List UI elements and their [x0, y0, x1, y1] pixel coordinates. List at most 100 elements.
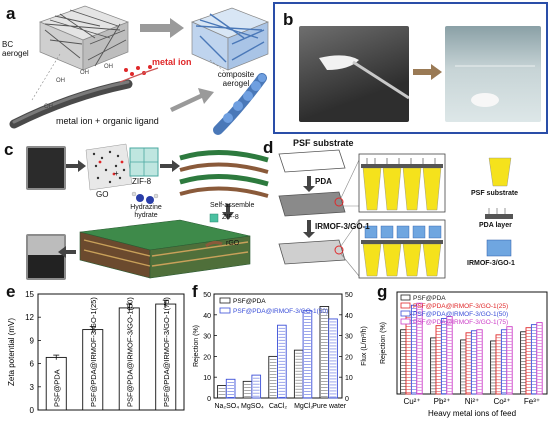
bar-label: PSF@PDA@IRMOF-3/GO-1(50) — [125, 297, 134, 407]
y-tick-label-right: 0 — [345, 396, 349, 403]
x-tick-label: Cu²⁺ — [403, 397, 420, 406]
bar-series-2 — [302, 310, 313, 399]
y-tick-label: 0 — [30, 406, 35, 415]
y-tick-label: 6 — [30, 360, 35, 369]
rgo-legend-swatch — [205, 240, 223, 248]
label-bc-aerogel: BC aerogel — [2, 40, 29, 58]
panel-label-f: f — [192, 282, 198, 301]
y-tick-label: 12 — [25, 313, 34, 322]
label-hydrazine: Hydrazine hydrate — [130, 204, 162, 219]
label-pda-step: PDA — [315, 177, 332, 186]
arrow-curve-icon — [170, 88, 214, 112]
legend-pda-glyph — [485, 214, 513, 219]
legend-pda-label: PDA layer — [479, 222, 512, 229]
label-go: GO — [96, 190, 109, 199]
y-tick-label: 30 — [203, 334, 211, 341]
x-tick-label: MgSO₄ — [241, 403, 264, 410]
legend-swatch-4 — [400, 318, 411, 325]
panel-d-illustration — [278, 149, 513, 279]
panel-a: a — [0, 0, 270, 138]
label-psf-substrate-top: PSF substrate — [293, 138, 354, 148]
panel-c: c + — [0, 140, 272, 280]
bar-series-1 — [430, 337, 437, 395]
legend-swatch-1 — [400, 294, 411, 301]
x-tick-label: MgCl₂ — [294, 403, 313, 410]
bar-series-4 — [506, 326, 513, 395]
metal-ion-dots — [124, 65, 152, 76]
panel-label-d: d — [263, 138, 274, 157]
bar-series-4 — [476, 329, 483, 395]
bar-series-2 — [435, 325, 442, 395]
bar-series-3 — [500, 329, 508, 395]
panel-label-c: c — [4, 140, 14, 159]
y-tick-label: 40 — [203, 313, 211, 320]
y-tick-label-right: 20 — [345, 354, 353, 361]
y-tick-label: 3 — [30, 383, 35, 392]
label-rgo-legend: rGO — [226, 240, 240, 247]
panel-g: g Rejection (%)Cu²⁺Pb²⁺Ni²⁺Co²⁺Fe³⁺Heavy… — [375, 282, 550, 421]
irmof-sheet — [278, 239, 346, 265]
panel-a-illustration — [9, 5, 269, 135]
bar-series-2 — [225, 378, 236, 399]
plot-frame — [37, 293, 185, 411]
bc-aerogel-cube — [39, 5, 129, 71]
composite-fiber — [213, 73, 267, 135]
bar-series-3 — [530, 324, 538, 395]
bar-series-3 — [440, 318, 448, 395]
legend-label-1: PSF@PDA — [233, 298, 266, 305]
label-metal-ion: metal ion — [152, 57, 192, 67]
arrow-right-icon — [140, 18, 184, 38]
panel-c-illustration: + — [58, 143, 269, 279]
label-metal-ion-ligand: metal ion + organic ligand — [56, 116, 159, 126]
legend-label-1: PSF@PDA — [413, 295, 446, 302]
legend-irmof-glyph — [488, 208, 506, 214]
bar-series-1 — [400, 329, 407, 395]
bar-series-1 — [520, 331, 527, 395]
stacked-sheets — [179, 150, 269, 198]
panel-label-e: e — [6, 282, 16, 301]
bar-label: PSF@PDA@IRMOF-3/GO-1(75) — [162, 297, 171, 407]
heavy-metal-rejection-chart: Rejection (%)Cu²⁺Pb²⁺Ni²⁺Co²⁺Fe³⁺Heavy m… — [380, 291, 548, 418]
y-axis-label-right: Flux (L/m²/h) — [361, 326, 368, 366]
bar-series-2 — [328, 318, 338, 399]
legend-label-4: PSF@PDA@IRMOF-3/GO-1(75) — [413, 319, 508, 326]
label-zif8-legend: ZIF-8 — [222, 214, 239, 221]
y-tick-label: 50 — [203, 292, 211, 299]
label-oh-3: OH — [104, 64, 113, 70]
y-tick-label-right: 30 — [345, 334, 353, 341]
x-tick-label: Pure water — [312, 403, 347, 410]
bar-series-4 — [536, 322, 543, 395]
legend-label-2: PSF@PDA@IRMOF-3/GO-1(50) — [233, 308, 328, 315]
bc-fiber — [9, 79, 133, 129]
svg-text:+: + — [114, 169, 119, 178]
pda-sheet — [278, 191, 346, 217]
zif8-legend-swatch — [209, 213, 219, 223]
label-oh-2: OH — [80, 70, 89, 76]
panel-b: b — [273, 2, 548, 134]
panel-label-b: b — [283, 10, 294, 29]
arrow-right-icon-b — [413, 64, 442, 80]
x-tick-label: Fe³⁺ — [524, 397, 540, 406]
aerogel-photo — [299, 26, 410, 122]
tweezers-sample — [319, 55, 410, 100]
y-axis-label: Zeta potential (mV) — [7, 318, 16, 386]
go-vial-photo — [26, 146, 66, 190]
y-tick-label: 0 — [207, 396, 211, 403]
panel-label-a: a — [6, 4, 16, 23]
bar-label: PSF@PDA — [52, 369, 61, 407]
y-tick-label-right: 10 — [345, 375, 353, 382]
x-tick-label: Pb²⁺ — [434, 397, 451, 406]
label-composite-aerogel: composite aerogel — [217, 70, 255, 88]
y-axis-label: Rejection (%) — [380, 322, 387, 364]
label-irmof-step: IRMOF-3/GO-1 — [315, 222, 370, 231]
legend-psf-glyph — [488, 157, 512, 187]
assembled-structure — [79, 219, 251, 279]
y-axis-label: Rejection (%) — [193, 325, 200, 367]
x-tick-label: Co²⁺ — [493, 397, 510, 406]
bar-series-4 — [416, 302, 423, 395]
x-tick-label: Na₂SO₄ — [214, 403, 239, 410]
